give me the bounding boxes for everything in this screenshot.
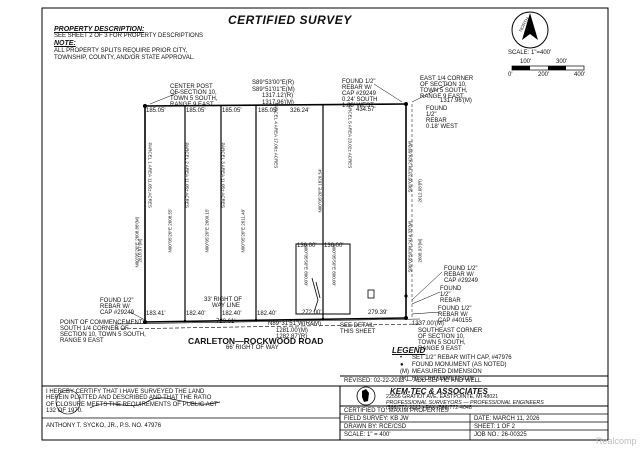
bottom-dim-6: 279.39'	[368, 310, 388, 316]
scale-label: SCALE: 1"=400'	[508, 50, 552, 56]
detail-bearing-1: N00°05'50"E 800.00'	[303, 244, 309, 286]
date: DATE: MARCH 11, 2026	[474, 416, 540, 422]
job-number: JOB NO.: 26-00325	[474, 432, 527, 438]
found-rebar-bottom-left: FOUND 1/2"REBAR W/CAP #29249	[100, 298, 134, 316]
detail-dim-1: 136.00'	[297, 243, 317, 249]
sheet-number: SHEET: 1 OF 2	[474, 424, 516, 430]
found-rebar-right-1: FOUND 1/2"REBAR W/CAP #29249	[444, 266, 478, 284]
legend-heading: LEGEND	[392, 346, 426, 355]
top-dim-5: 326.24'	[290, 108, 310, 114]
bearing-2: N00°05'20"E 2608.55'	[167, 208, 173, 253]
legend-item: (R)RECORD DIMENSION	[400, 376, 474, 382]
michigan-seal	[356, 386, 376, 406]
scale-block: SCALE: 1" = 400'	[344, 432, 391, 438]
dist-1337: 1337.00'(M)	[412, 321, 444, 327]
legend-item: ●FOUND MONUMENT (AS NOTED)	[400, 362, 507, 368]
bearing-9: 2608.93'(M)	[417, 238, 423, 263]
detail-dim-2: 136.00'	[324, 243, 344, 249]
surveyor-seal	[55, 389, 81, 415]
point-of-commencement: POINT OF COMMENCEMENT:SOUTH 1/4 CORNER O…	[60, 320, 146, 344]
sheet-border	[41, 7, 609, 441]
north-arrow-circle	[511, 11, 549, 49]
parcel-4-label: PARCEL 4 AREA 17.06± ACRES	[273, 102, 279, 169]
road-right-of-way: 66' RIGHT OF WAY	[226, 345, 279, 351]
road-name: CARLETON—ROCKWOOD ROAD	[188, 336, 324, 346]
south-bearing-block: N89°31'51"W(R&M) 1281.00'(M) 1282.87'(R)	[268, 321, 322, 340]
note-line-2: TOWNSHIP, COUNTY, AND/OR STATE APPROVAL.	[54, 55, 195, 61]
parcel-1-label: PARCEL 1 AREA 11.05± ACRES	[147, 142, 153, 208]
legend-item: (M)MEASURED DIMENSION	[400, 369, 482, 375]
top-dim-6: 434.57'	[356, 107, 376, 113]
bottom-dim-4: 182.40'	[257, 311, 277, 317]
bearing-8: 2610.97'(M)	[137, 238, 143, 263]
bearing-7: S00°05'50"W 2414.33'(M)	[407, 220, 413, 273]
watermark: Realcomp	[596, 436, 637, 446]
legend-item: •SET 1/2" REBAR WITH CAP, #47976	[400, 355, 512, 361]
north-boundary	[142, 103, 407, 107]
scale-tick-100: 100'	[520, 59, 532, 65]
parcel-2-label: PARCEL 2 AREA 11.05± ACRES	[184, 142, 190, 208]
revised-note: REVISED: 02-22-2013 — ADD SEPTIC AND WEL…	[344, 378, 482, 384]
signature	[89, 397, 221, 409]
note-line-1: ALL PROPERTY SPLITS REQUIRE PRIOR CITY,	[54, 48, 188, 54]
parcel-5-label: PARCEL 5 AREA 23.02± ACRES	[347, 102, 353, 169]
bottom-dim-5: 272.00'	[302, 310, 322, 316]
note-heading: NOTE:	[54, 40, 76, 47]
certified-to: CERTIFIED TO: MAXIM PROPERTIES	[344, 408, 449, 414]
scale-tick-0: 0'	[508, 72, 513, 78]
certification-text: I HEREBY CERTIFY THAT I HAVE SURVEYED TH…	[46, 389, 218, 414]
scale-tick-300: 300'	[556, 59, 568, 65]
bearing-5: N00°05'20"E 1826.54'	[317, 168, 323, 213]
scale-tick-200: 200'	[538, 72, 550, 78]
top-dim-4: 185.05'	[258, 108, 278, 114]
east-distance: 1317.96'(M)	[440, 98, 472, 104]
property-description-text: SEE SHEET 2 OF 3 FOR PROPERTY DESCRIPTIO…	[54, 33, 204, 39]
bearing-10: 2612.68'(R)	[417, 179, 423, 203]
top-dim-1: 185.05'	[146, 108, 166, 114]
field-survey: FIELD SURVEY: KB JW	[344, 416, 409, 422]
drawn-by: DRAWN BY: RCE/CSD	[344, 424, 407, 430]
bearing-6: S00°05'33"W 2424.89'(M)	[407, 140, 413, 193]
north-bearing-block: S89°53'00"E(R)S89°51'01"E(M) 1317.12'(R)…	[252, 80, 295, 106]
south-boundary	[142, 317, 407, 323]
found-rebar-right-3: FOUND 1/2"REBAR W/CAP #40155	[438, 306, 472, 324]
top-dim-3: 185.05'	[222, 108, 242, 114]
survey-title: CERTIFIED SURVEY	[228, 13, 352, 27]
scale-tick-400: 400'	[574, 72, 586, 78]
property-description-heading: PROPERTY DESCRIPTION:	[54, 26, 145, 33]
top-dim-2: 185.05'	[186, 108, 206, 114]
dist-729: 729.61'	[216, 319, 236, 325]
bearing-3: N00°05'20"E 2609.15'	[204, 208, 210, 253]
bottom-dim-3: 182.40'	[222, 311, 242, 317]
surveyor-name: ANTHONY T. SYCKO, JR., P.S. NO. 47976	[46, 423, 162, 429]
bottom-dim-2: 182.40'	[186, 311, 206, 317]
legend-list: •SET 1/2" REBAR WITH CAP, #47976 ●FOUND …	[400, 355, 512, 383]
company-name: KEM-TEC & ASSOCIATES	[390, 387, 488, 396]
bearing-4: N00°05'20"E 2611.49'	[240, 208, 246, 253]
bottom-dim-1: 183.41'	[146, 311, 166, 317]
detail-bearing-2: N00°05'50"E 800.00'	[331, 244, 337, 286]
parcel-3-label: PARCEL 3 AREA 11.05± ACRES	[220, 142, 226, 208]
